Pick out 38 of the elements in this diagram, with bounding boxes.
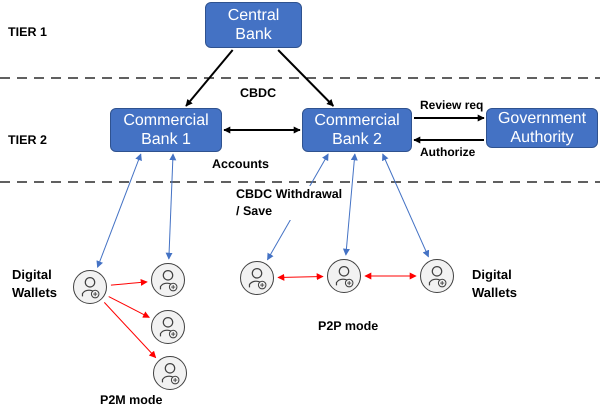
text-label: P2P mode xyxy=(318,318,378,335)
arrow xyxy=(364,272,417,280)
arrow xyxy=(110,278,148,286)
arrow xyxy=(382,153,430,258)
person-icon xyxy=(327,259,361,293)
arrow xyxy=(342,153,358,256)
arrow xyxy=(277,273,324,281)
arrow xyxy=(108,296,150,318)
arrow xyxy=(96,153,142,268)
box-label: Central Bank xyxy=(226,6,280,44)
text-label: Accounts xyxy=(212,156,269,173)
arrow xyxy=(413,136,484,144)
person-icon xyxy=(151,263,185,297)
arrow xyxy=(277,49,334,107)
box-label: Government Authority xyxy=(496,109,588,147)
arrow xyxy=(185,49,234,107)
person-icon xyxy=(73,270,107,304)
bank-box xyxy=(302,108,412,152)
bank-box xyxy=(110,108,222,152)
edge-label: Review req xyxy=(418,98,486,113)
text-label: P2M mode xyxy=(100,392,163,409)
person-icon xyxy=(153,356,187,390)
caption-text: Digital Wallets xyxy=(12,266,58,302)
bank-box xyxy=(486,108,598,148)
person-icon xyxy=(240,261,274,295)
bank-box xyxy=(205,2,302,48)
text-label: TIER 2 xyxy=(8,132,47,149)
arrow xyxy=(223,126,301,134)
caption-text: Digital Wallets xyxy=(472,266,518,302)
person-icon xyxy=(420,259,454,293)
text-label: CBDC xyxy=(240,85,276,102)
arrow xyxy=(414,114,485,122)
arrow xyxy=(104,302,156,358)
text-label: TIER 1 xyxy=(8,24,47,41)
box-label: Commercial Bank 1 xyxy=(122,111,210,149)
box-label: Commercial Bank 2 xyxy=(313,111,401,149)
person-icon xyxy=(151,310,185,344)
arrow xyxy=(166,153,176,260)
